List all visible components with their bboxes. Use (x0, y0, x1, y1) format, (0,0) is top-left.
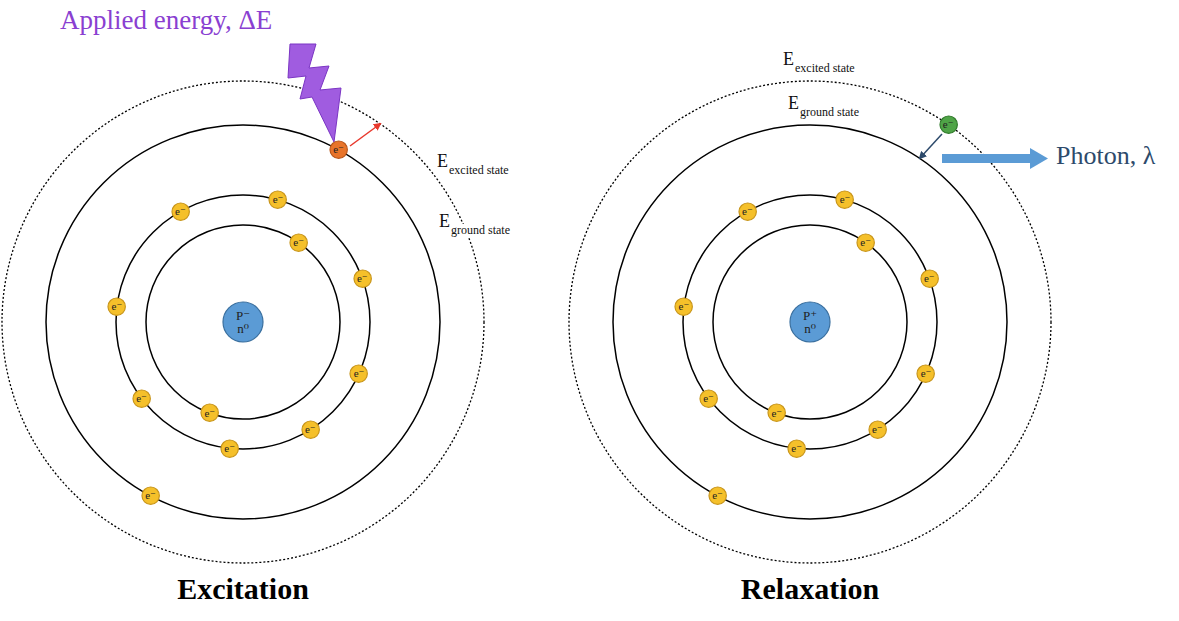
nucleus-label: n⁰ (237, 322, 249, 335)
electron-circle: e⁻ (916, 364, 935, 383)
electron-label: e⁻ (679, 301, 690, 312)
nucleus-circle: P⁺n⁰ (789, 301, 831, 343)
level-symbol: E (439, 212, 450, 232)
electron-circle: e⁻ (920, 269, 939, 288)
electron-label: e⁻ (840, 194, 851, 205)
photon-label: Photon, λ (1056, 142, 1155, 171)
energy-label: Applied energy, ΔE (60, 6, 272, 36)
electron-label: e⁻ (136, 393, 147, 404)
nucleus-circle: P⁻n⁰ (222, 301, 264, 343)
electron-label: e⁻ (273, 194, 284, 205)
electron-label: e⁻ (872, 424, 883, 435)
electron-circle: e⁻ (200, 403, 219, 422)
electron-circle: e⁻ (220, 439, 239, 458)
electron-circle: e⁻ (787, 439, 806, 458)
electron-circle: e⁻ (835, 190, 854, 209)
electron-circle: e⁻ (329, 140, 348, 159)
level-subscript: excited state (449, 164, 509, 177)
electron-label: e⁻ (921, 368, 932, 379)
electron-circle: e⁻ (301, 420, 320, 439)
relaxation-arrow (920, 134, 942, 158)
electron-circle: e⁻ (708, 486, 727, 505)
electron-label: e⁻ (712, 490, 723, 501)
electron-label: e⁻ (357, 273, 368, 284)
photon-arrow (942, 148, 1048, 169)
electron-circle: e⁻ (856, 233, 875, 252)
electron-label: e⁻ (224, 443, 235, 454)
electron-label: e⁻ (305, 424, 316, 435)
electron-circle: e⁻ (674, 297, 693, 316)
electron-circle: e⁻ (107, 297, 126, 316)
panel-title: Excitation (177, 572, 309, 605)
electron-circle: e⁻ (349, 364, 368, 383)
electron-circle: e⁻ (767, 403, 786, 422)
electron-circle: e⁻ (699, 389, 718, 408)
electron-label: e⁻ (924, 273, 935, 284)
electron-label: e⁻ (204, 408, 215, 419)
left-orbits (2, 81, 484, 563)
electron-label: e⁻ (703, 393, 714, 404)
level-subscript: excited state (795, 62, 855, 75)
panel-title: Relaxation (741, 572, 879, 605)
level-subscript: ground state (800, 106, 859, 119)
electron-label: e⁻ (175, 206, 186, 217)
electron-circle: e⁻ (132, 389, 151, 408)
electron-label: e⁻ (771, 408, 782, 419)
electron-circle: e⁻ (268, 190, 287, 209)
electron-label: e⁻ (112, 301, 123, 312)
nucleus-label: P⁺ (803, 309, 817, 322)
level-subscript: ground state (451, 224, 510, 237)
electron-circle: e⁻ (868, 420, 887, 439)
electron-label: e⁻ (145, 490, 156, 501)
electron-label: e⁻ (293, 237, 304, 248)
lightning-bolt (288, 44, 341, 142)
electron-label: e⁻ (354, 368, 365, 379)
right-orbits (569, 81, 1051, 563)
electron-label: e⁻ (943, 119, 954, 130)
electron-circle: e⁻ (738, 202, 757, 221)
nucleus-label: P⁻ (236, 309, 250, 322)
electron-circle: e⁻ (171, 202, 190, 221)
electron-label: e⁻ (860, 237, 871, 248)
level-symbol: E (788, 94, 799, 114)
electron-circle: e⁻ (141, 486, 160, 505)
electron-label: e⁻ (333, 144, 344, 155)
nucleus-label: n⁰ (804, 322, 816, 335)
level-symbol: E (437, 152, 448, 172)
electron-circle: e⁻ (939, 115, 958, 134)
electron-circle: e⁻ (289, 233, 308, 252)
excitation-arrow (350, 124, 380, 146)
level-symbol: E (783, 50, 794, 70)
electron-label: e⁻ (742, 206, 753, 217)
electron-label: e⁻ (791, 443, 802, 454)
electron-circle: e⁻ (353, 269, 372, 288)
